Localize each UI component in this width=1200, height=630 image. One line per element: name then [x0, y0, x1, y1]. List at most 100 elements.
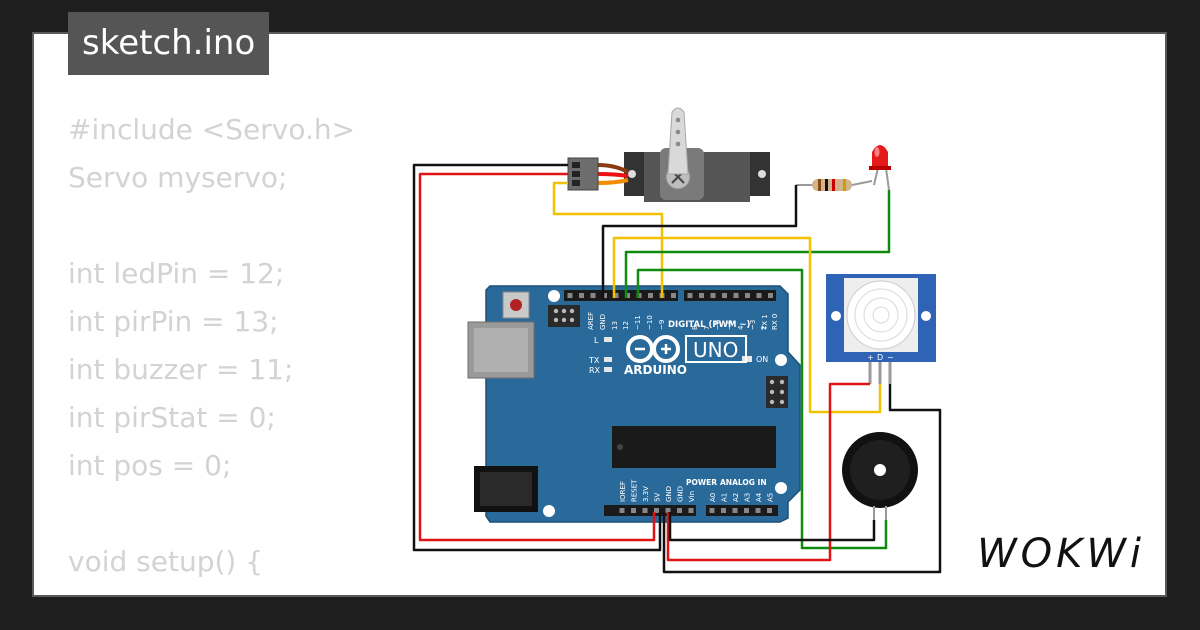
pin-hole[interactable]: [642, 508, 648, 513]
pin-hole[interactable]: [710, 293, 716, 298]
pin-hole[interactable]: [732, 508, 738, 513]
power-pin-label: GND: [677, 486, 685, 502]
pin-hole[interactable]: [631, 508, 636, 513]
wire-buzzer-11: [636, 268, 888, 550]
pir-motion-sensor[interactable]: +D−: [826, 274, 936, 384]
pin-hole[interactable]: [699, 293, 704, 298]
code-line: void setup() {: [68, 545, 264, 578]
pin-hole[interactable]: [733, 293, 739, 298]
file-tab[interactable]: sketch.ino: [68, 12, 270, 75]
pin-hole[interactable]: [567, 293, 573, 298]
digital-pin-label: 13: [611, 321, 619, 330]
wire-led-12: [624, 190, 891, 298]
power-header: [604, 505, 696, 516]
pin-hole[interactable]: [625, 293, 630, 298]
analog-pin-label: A5: [767, 493, 775, 502]
servo-motor[interactable]: [567, 107, 770, 202]
digital-pin-label: ~10: [646, 315, 654, 330]
code-line: int pirPin = 13;: [68, 305, 279, 338]
digital-pin-label: 8: [691, 326, 699, 330]
pin-hole[interactable]: [671, 293, 676, 298]
code-line: pinMode(ledPin, OUTPUT);: [68, 586, 453, 595]
power-pin-label: IOREF: [619, 481, 627, 502]
pin-hole[interactable]: [613, 293, 619, 298]
piezo-buzzer[interactable]: [842, 432, 918, 520]
power-jack: [474, 466, 538, 512]
pin-hole[interactable]: [590, 293, 596, 298]
reset-button[interactable]: [502, 291, 530, 319]
pin-hole[interactable]: [755, 508, 761, 513]
power-analog-pin-holes: [619, 508, 772, 513]
analog-header: [706, 505, 778, 516]
svg-text:UNO: UNO: [693, 338, 738, 362]
digital-pin-label: ~9: [658, 320, 666, 330]
pin-hole[interactable]: [579, 293, 584, 298]
analog-pin-label: A3: [744, 493, 752, 502]
pin-hole[interactable]: [709, 508, 715, 513]
digital-pin-label: AREF: [587, 312, 595, 330]
power-pin-label: Vin: [688, 491, 696, 502]
digital-pin-label: 4: [737, 325, 745, 330]
wire-gnd-resistor: [601, 185, 798, 298]
digital-header-right: [684, 290, 776, 301]
mount-hole: [775, 354, 787, 366]
pin-hole[interactable]: [756, 293, 762, 298]
led-l-label: L: [594, 336, 599, 345]
usb-connector: [467, 321, 535, 379]
digital-pin-label: 2: [760, 326, 768, 330]
arduino-brand-text: ARDUINO: [624, 363, 687, 377]
pin-hole[interactable]: [745, 293, 750, 298]
icsp-header-right: [766, 376, 788, 408]
power-pin-label: RESET: [631, 479, 639, 502]
pin-hole[interactable]: [677, 508, 682, 513]
digital-pin-label: ~6: [714, 319, 722, 330]
pin-hole[interactable]: [687, 293, 693, 298]
preview-card: #include <Servo.h>Servo myservo;int ledP…: [34, 34, 1165, 595]
digital-pin-label: ~5: [726, 320, 734, 330]
led-on-label: ON: [756, 355, 768, 364]
resistor[interactable]: [796, 179, 873, 191]
pir-pin-label: −: [887, 353, 894, 362]
microcontroller-chip: [612, 426, 776, 468]
wokwi-logo: WOKWi: [977, 531, 1145, 577]
code-line: int buzzer = 11;: [68, 353, 294, 386]
pin-hole[interactable]: [654, 508, 659, 513]
wire-servo-5v: [418, 172, 656, 542]
digital-pin-label: 12: [622, 321, 630, 330]
analog-pin-label: A4: [755, 492, 763, 502]
uno-badge: UNO: [685, 335, 747, 363]
pin-hole[interactable]: [767, 508, 772, 513]
pin-hole[interactable]: [721, 508, 726, 513]
digital-pin-label: TX 1: [761, 314, 769, 331]
code-line: #include <Servo.h>: [68, 113, 356, 146]
digital-pin-label: RX 0: [771, 314, 779, 330]
pin-hole[interactable]: [665, 508, 671, 513]
wire-pir-13: [612, 236, 882, 414]
wire-servo-gnd: [412, 163, 662, 552]
wire-servo-signal: [552, 181, 664, 298]
pin-hole[interactable]: [619, 508, 625, 513]
code-line: int pos = 0;: [68, 449, 232, 482]
pin-hole[interactable]: [602, 293, 607, 298]
power-pin-label: 3.3V: [642, 486, 650, 502]
analog-pin-label: A2: [732, 493, 740, 502]
red-led[interactable]: [869, 145, 891, 191]
pin-hole[interactable]: [744, 508, 749, 513]
pin-hole[interactable]: [688, 508, 694, 513]
pin-hole[interactable]: [768, 293, 773, 298]
digital-pin-label: ~3: [749, 320, 757, 330]
wire-pir-5v: [666, 382, 870, 562]
pin-hole[interactable]: [722, 293, 727, 298]
led-rx-label: RX: [589, 366, 601, 375]
power-pin-label: GND: [665, 486, 673, 502]
power-header-label: POWER: [686, 478, 717, 487]
mount-hole: [543, 505, 555, 517]
digital-pin-label: GND: [599, 314, 607, 330]
wire-pir-gnd: [662, 384, 942, 574]
pin-hole[interactable]: [648, 293, 653, 298]
analog-pin-label: A0: [709, 493, 717, 502]
code-line: int pirStat = 0;: [68, 401, 276, 434]
